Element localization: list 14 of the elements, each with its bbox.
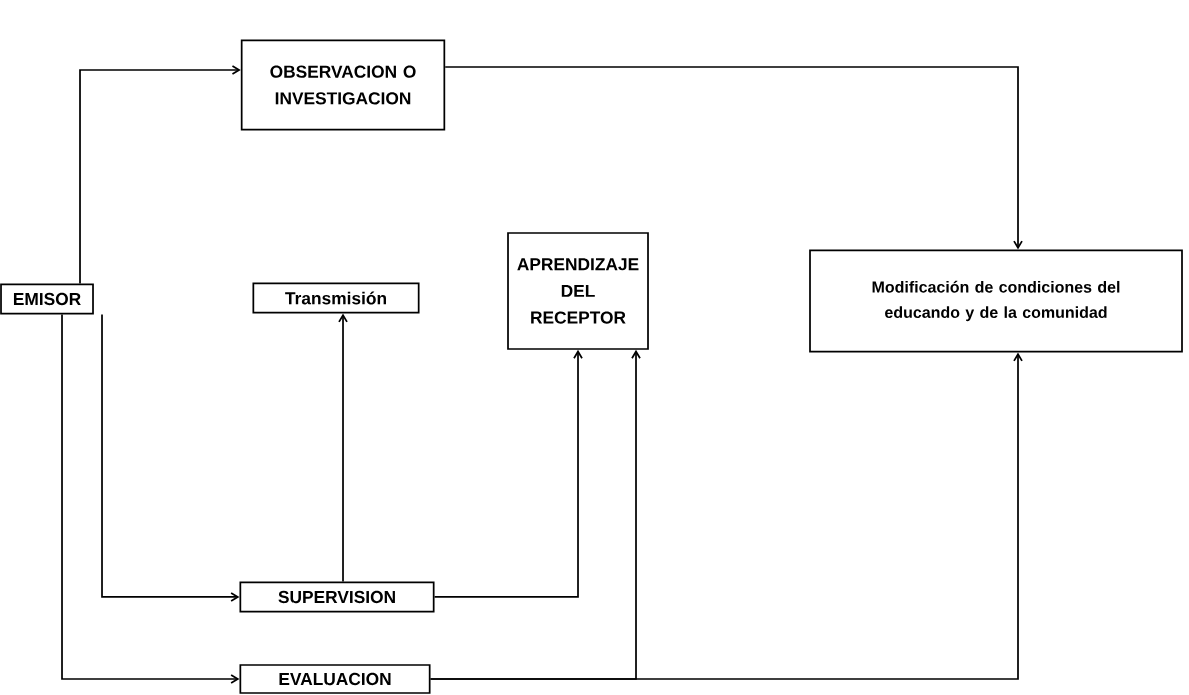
arrow bbox=[444, 66, 1023, 250]
process-box: EMISOR bbox=[0, 283, 94, 315]
arrow bbox=[429, 352, 1023, 680]
process-box: SUPERVISION bbox=[239, 581, 435, 613]
arrow bbox=[101, 313, 240, 602]
process-box: OBSERVACION O INVESTIGACION bbox=[240, 39, 446, 131]
process-box: EVALUACION bbox=[239, 664, 431, 694]
arrow bbox=[79, 65, 241, 285]
process-box: Modificación de condiciones del educando y de la comunidad bbox=[809, 249, 1183, 353]
process-box: Transmisión bbox=[252, 282, 420, 314]
arrow bbox=[338, 313, 348, 583]
arrow bbox=[433, 349, 583, 598]
process-box: APRENDIZAJE DEL RECEPTOR bbox=[507, 232, 649, 350]
arrow bbox=[61, 313, 240, 684]
